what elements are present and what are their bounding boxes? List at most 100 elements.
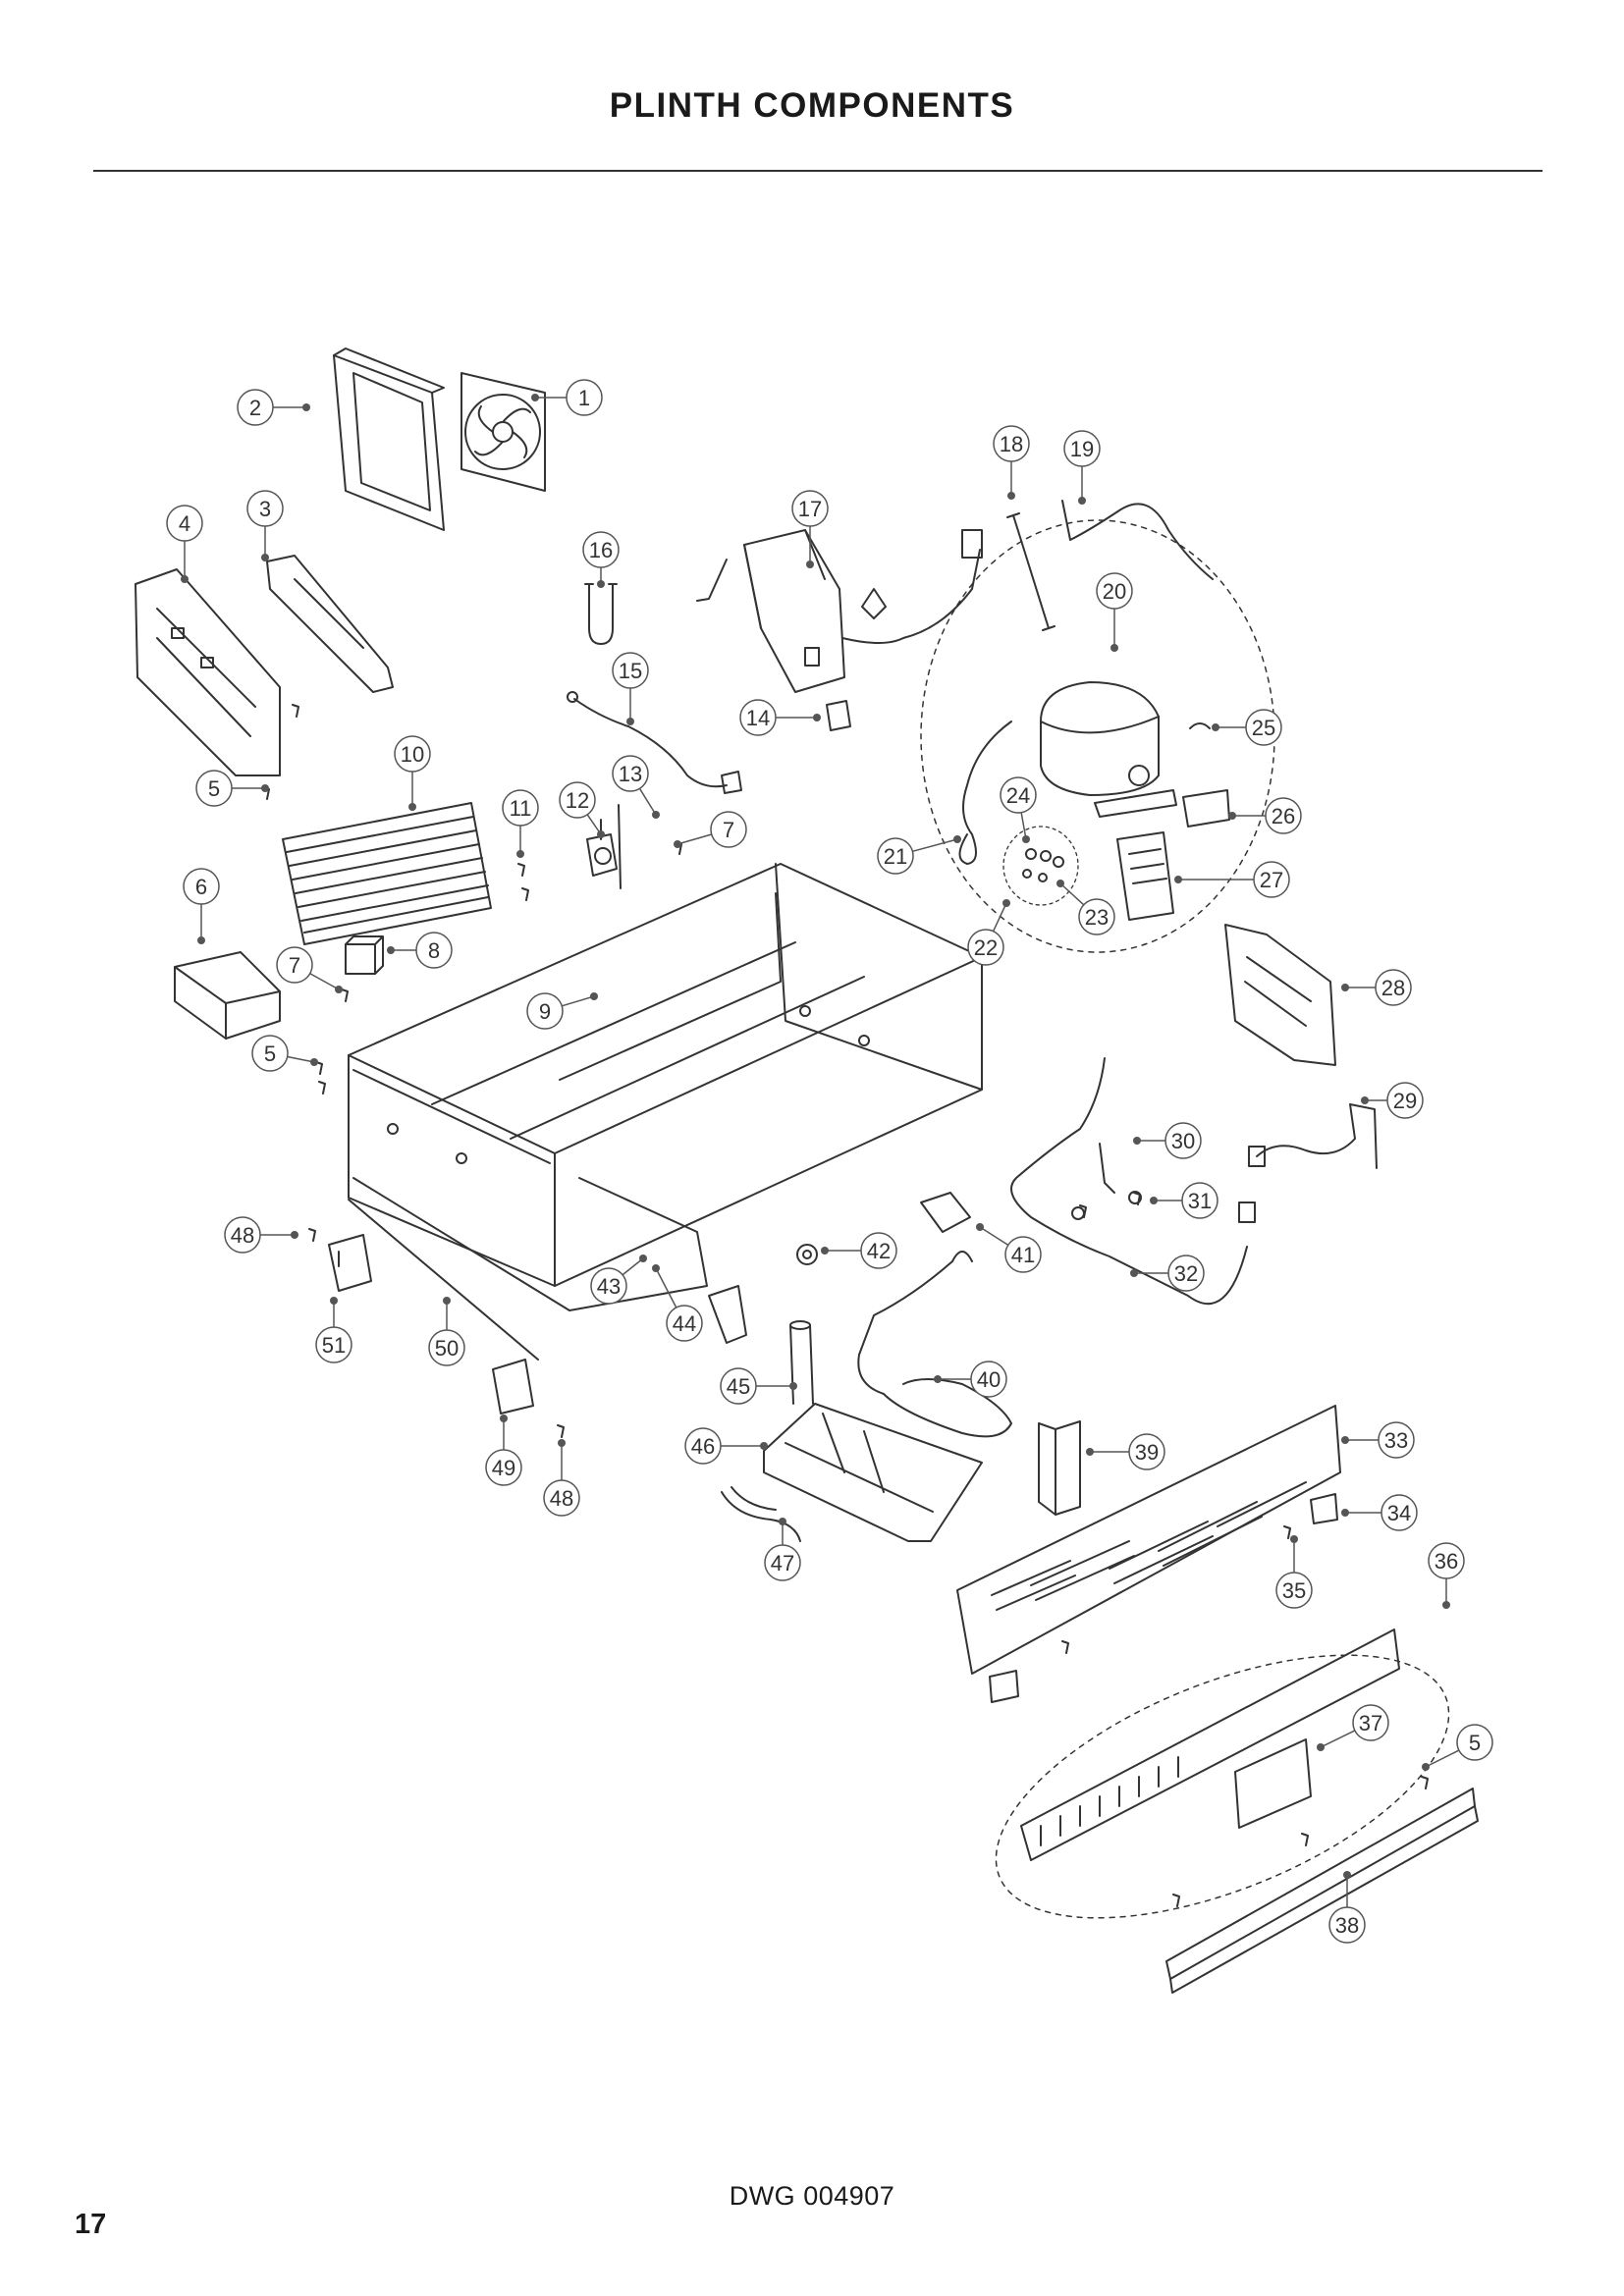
- callout-17: 17: [791, 490, 829, 527]
- callout-9: 9: [526, 992, 564, 1030]
- callout-number: 10: [401, 742, 424, 767]
- part-drain-tray: [763, 1403, 983, 1542]
- callout-bubble: [764, 1544, 801, 1581]
- callout-27: 27: [1253, 861, 1290, 898]
- leader-dot: [597, 580, 605, 588]
- part-grommet: [796, 1244, 818, 1265]
- callout-bubble: [967, 929, 1004, 966]
- callout-4: 4: [166, 505, 203, 542]
- part-pad-34: [1310, 1493, 1338, 1524]
- callout-bubble: [1378, 1421, 1415, 1459]
- callout-46: 46: [684, 1427, 722, 1465]
- callout-bubble: [1078, 898, 1115, 935]
- leader-dot: [674, 840, 681, 848]
- leader-dot: [590, 992, 598, 1000]
- callout-number: 48: [550, 1486, 573, 1511]
- callout-number: 29: [1393, 1089, 1417, 1113]
- callout-bubble: [237, 389, 274, 426]
- callout-bubble: [877, 837, 914, 875]
- leader-dot: [1422, 1763, 1430, 1771]
- callout-number: 14: [746, 706, 770, 730]
- callout-bubble: [1253, 861, 1290, 898]
- callout-39: 39: [1128, 1433, 1165, 1470]
- part-hinge-51: [328, 1234, 372, 1292]
- part-u-clip: [584, 583, 618, 645]
- callout-51: 51: [315, 1326, 352, 1363]
- part-rod-50: [348, 1199, 539, 1361]
- part-trim-bar: [1165, 1788, 1479, 1994]
- callout-8: 8: [415, 932, 453, 969]
- callout-bubble: [710, 811, 747, 848]
- part-wire-harness-small: [1248, 1103, 1378, 1169]
- leader-dot: [516, 850, 524, 858]
- callout-number: 6: [195, 875, 207, 899]
- callout-number: 46: [691, 1434, 715, 1459]
- callout-number: 30: [1171, 1129, 1195, 1153]
- callout-number: 7: [289, 953, 300, 978]
- callout-bubble: [1265, 797, 1302, 834]
- part-pad-lower: [989, 1670, 1019, 1703]
- leader-dot: [1174, 876, 1182, 883]
- part-drain-hose: [721, 1486, 801, 1542]
- leader-line: [287, 1055, 315, 1063]
- leader-line: [655, 1267, 677, 1308]
- part-tube: [789, 1320, 814, 1405]
- leader-dot: [1228, 812, 1236, 820]
- callout-5: 5: [195, 770, 233, 807]
- leader-line: [992, 902, 1007, 933]
- callout-number: 4: [179, 511, 190, 536]
- callout-18: 18: [993, 425, 1030, 462]
- callout-bubble: [1128, 1433, 1165, 1470]
- part-fan: [460, 372, 546, 492]
- callout-number: 5: [208, 776, 220, 801]
- callout-number: 12: [566, 788, 589, 813]
- callout-21: 21: [877, 837, 914, 875]
- leader-dot: [1341, 1436, 1349, 1444]
- leader-dot: [1341, 984, 1349, 991]
- part-block: [1038, 1420, 1081, 1516]
- callout-bubble: [1428, 1542, 1465, 1579]
- leader-dot: [1002, 899, 1010, 907]
- callout-number: 24: [1006, 783, 1030, 808]
- callout-number: 2: [249, 396, 261, 420]
- callout-bubble: [566, 379, 603, 416]
- callout-bubble: [502, 789, 539, 827]
- callout-23: 23: [1078, 898, 1115, 935]
- callout-16: 16: [582, 531, 620, 568]
- part-cover: [174, 951, 281, 1040]
- callout-number: 3: [259, 497, 271, 521]
- part-valve: [586, 804, 622, 889]
- leader-dot: [302, 403, 310, 411]
- part-control-box: [696, 529, 983, 693]
- callout-5: 5: [251, 1035, 289, 1072]
- leader-line: [1059, 882, 1085, 906]
- callout-bubble: [791, 490, 829, 527]
- leader-dot: [330, 1297, 338, 1305]
- callout-bubble: [860, 1232, 897, 1269]
- callout-25: 25: [1245, 709, 1282, 746]
- callout-bubble: [1164, 1122, 1202, 1159]
- leader-dot: [443, 1297, 451, 1305]
- callout-48: 48: [543, 1479, 580, 1517]
- callout-bubble: [1167, 1255, 1205, 1292]
- callout-42: 42: [860, 1232, 897, 1269]
- callout-bubble: [1386, 1082, 1424, 1119]
- callout-number: 15: [619, 659, 642, 683]
- screw-icons: [262, 704, 1429, 1907]
- leader-dot: [626, 718, 634, 725]
- callout-41: 41: [1004, 1236, 1042, 1273]
- callout-26: 26: [1265, 797, 1302, 834]
- callout-number: 25: [1252, 716, 1275, 740]
- callout-number: 21: [884, 844, 907, 869]
- part-electronics-housing: [135, 568, 281, 776]
- leader-dot: [197, 936, 205, 944]
- leader-dot: [500, 1415, 508, 1422]
- callout-bubble: [1328, 1906, 1366, 1944]
- leader-dot: [1130, 1269, 1138, 1277]
- callout-bubble: [1004, 1236, 1042, 1273]
- callout-number: 38: [1335, 1913, 1359, 1938]
- callout-38: 38: [1328, 1906, 1366, 1944]
- callout-number: 23: [1085, 905, 1109, 930]
- leader-dot: [1341, 1509, 1349, 1517]
- callout-number: 16: [589, 538, 613, 562]
